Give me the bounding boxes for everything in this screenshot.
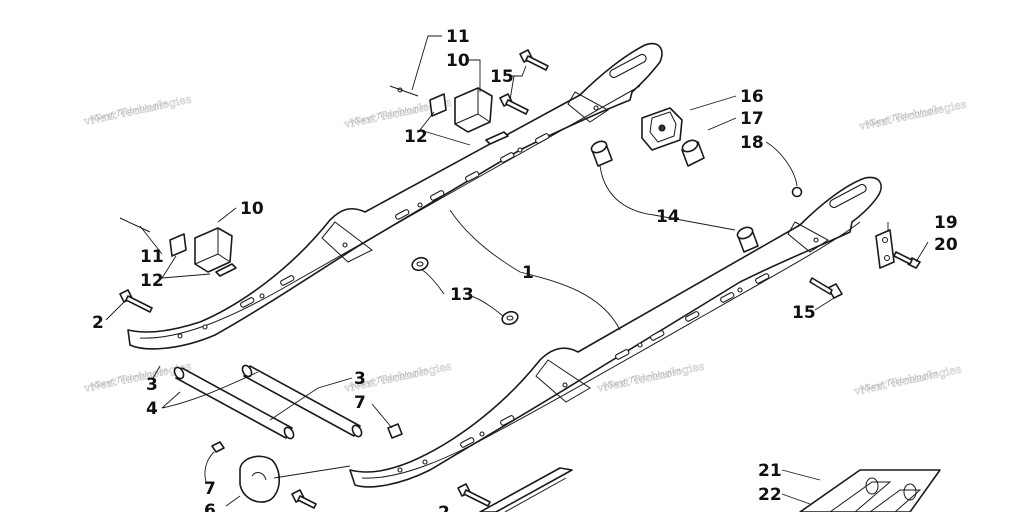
callout-2-bottom: 2 bbox=[438, 503, 450, 512]
bolts bbox=[119, 49, 921, 509]
spacer-17 bbox=[681, 139, 705, 167]
bolt-15-right bbox=[809, 277, 843, 299]
callout-19: 19 bbox=[934, 213, 958, 233]
nut-18 bbox=[791, 186, 803, 198]
callout-1: 1 bbox=[522, 263, 534, 283]
callout-7-upper: 7 bbox=[354, 393, 366, 413]
track-21-22 bbox=[799, 469, 941, 512]
callout-11-upper: 11 bbox=[446, 27, 470, 47]
callout-10-upper: 10 bbox=[446, 51, 470, 71]
callout-7-lower: 7 bbox=[204, 479, 216, 499]
rear-rail-holes bbox=[177, 105, 599, 339]
idler-wheel-16 bbox=[641, 107, 683, 151]
bolt-2-bottom bbox=[457, 483, 491, 507]
clamp-upper bbox=[389, 85, 509, 145]
nut-7 bbox=[211, 423, 403, 453]
front-rail-slots bbox=[460, 273, 770, 448]
bolt-2-left bbox=[119, 289, 153, 313]
cross-shafts bbox=[173, 364, 363, 440]
callout-6: 6 bbox=[204, 501, 216, 512]
bumper-6 bbox=[239, 455, 281, 503]
bushing-14 bbox=[590, 140, 759, 253]
callout-22: 22 bbox=[758, 485, 782, 505]
slide-rail bbox=[479, 467, 573, 512]
callout-10-lower: 10 bbox=[240, 199, 264, 219]
rail-front bbox=[349, 176, 882, 488]
callout-18: 18 bbox=[740, 133, 764, 153]
rail-rear bbox=[127, 43, 663, 350]
callout-12-upper: 12 bbox=[404, 127, 428, 147]
callout-3-upper: 3 bbox=[354, 369, 366, 389]
leader-lines bbox=[105, 35, 929, 507]
callout-4: 4 bbox=[146, 399, 158, 419]
callout-20: 20 bbox=[934, 235, 958, 255]
clamp-lower bbox=[119, 217, 237, 277]
callouts: 11 10 15 12 16 17 18 10 11 12 14 19 20 1… bbox=[92, 27, 958, 512]
bolt-20 bbox=[893, 251, 921, 269]
callout-3-left: 3 bbox=[146, 375, 158, 395]
rear-rail-slots bbox=[240, 133, 550, 308]
front-rail-holes bbox=[397, 237, 819, 473]
callout-15-upper: 15 bbox=[490, 67, 514, 87]
callout-16: 16 bbox=[740, 87, 764, 107]
callout-12-lower: 12 bbox=[140, 271, 164, 291]
block-19 bbox=[875, 229, 895, 269]
washers-13 bbox=[411, 256, 519, 326]
callout-17: 17 bbox=[740, 109, 764, 129]
callout-13: 13 bbox=[450, 285, 474, 305]
bolt-15-top-b bbox=[499, 93, 529, 115]
callout-15-right: 15 bbox=[792, 303, 816, 323]
callout-21: 21 bbox=[758, 461, 782, 481]
callout-11-lower: 11 bbox=[140, 247, 164, 267]
bolt-15-top-a bbox=[519, 49, 549, 71]
callout-2-left: 2 bbox=[92, 313, 104, 333]
callout-14: 14 bbox=[656, 207, 680, 227]
bolt-6 bbox=[291, 489, 317, 509]
